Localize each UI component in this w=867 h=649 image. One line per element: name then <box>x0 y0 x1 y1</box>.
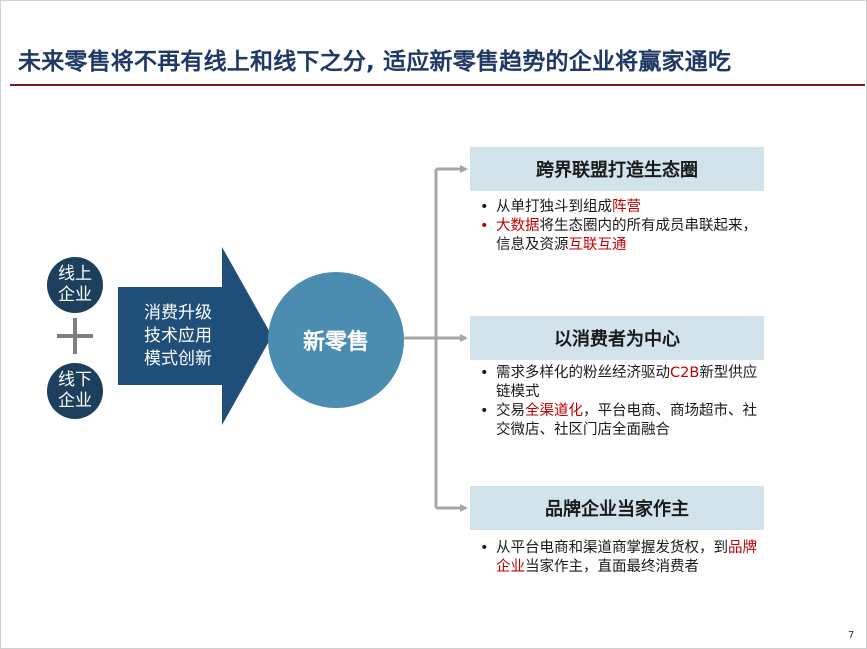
driver-label: 消费升级 <box>144 303 212 323</box>
page-number: 7 <box>848 630 855 641</box>
online-enterprise-label: 线上企业 <box>58 264 92 305</box>
bullet-item: 需求多样化的粉丝经济驱动C2B新型供应链模式 <box>478 364 768 402</box>
driver-label: 技术应用 <box>144 326 212 346</box>
driver-labels: 消费升级 技术应用 模式创新 <box>122 302 234 371</box>
offline-enterprise-label: 线下企业 <box>58 370 92 411</box>
driver-label: 模式创新 <box>144 349 212 369</box>
branch-bullets-consumer: 需求多样化的粉丝经济驱动C2B新型供应链模式 交易全渠道化，平台电商、商场超市、… <box>478 364 768 440</box>
driver-arrow <box>118 247 272 425</box>
new-retail-circle: 新零售 <box>268 272 404 408</box>
bullet-item: 交易全渠道化，平台电商、商场超市、社交微店、社区门店全面融合 <box>478 402 768 440</box>
branch-heading-brand: 品牌企业当家作主 <box>470 486 764 530</box>
online-enterprise-circle: 线上企业 <box>47 257 103 313</box>
bullet-item: 从平台电商和渠道商掌握发货权，到品牌企业当家作主，直面最终消费者 <box>478 539 768 577</box>
branch-heading-ecosystem: 跨界联盟打造生态圈 <box>470 147 764 191</box>
bullet-item: 从单打独斗到组成阵营 <box>478 198 768 217</box>
branch-bullets-ecosystem: 从单打独斗到组成阵营 大数据将生态圈内的所有成员串联起来，信息及资源互联互通 <box>478 198 768 255</box>
branch-heading-consumer: 以消费者为中心 <box>470 316 764 360</box>
new-retail-label: 新零售 <box>302 330 369 355</box>
bullet-item: 大数据将生态圈内的所有成员串联起来，信息及资源互联互通 <box>478 217 768 255</box>
page-title: 未来零售将不再有线上和线下之分, 适应新零售趋势的企业将赢家通吃 <box>18 49 732 75</box>
title-divider <box>10 84 865 86</box>
plus-icon <box>57 318 93 354</box>
offline-enterprise-circle: 线下企业 <box>47 363 103 419</box>
branch-bullets-brand: 从平台电商和渠道商掌握发货权，到品牌企业当家作主，直面最终消费者 <box>478 539 768 577</box>
